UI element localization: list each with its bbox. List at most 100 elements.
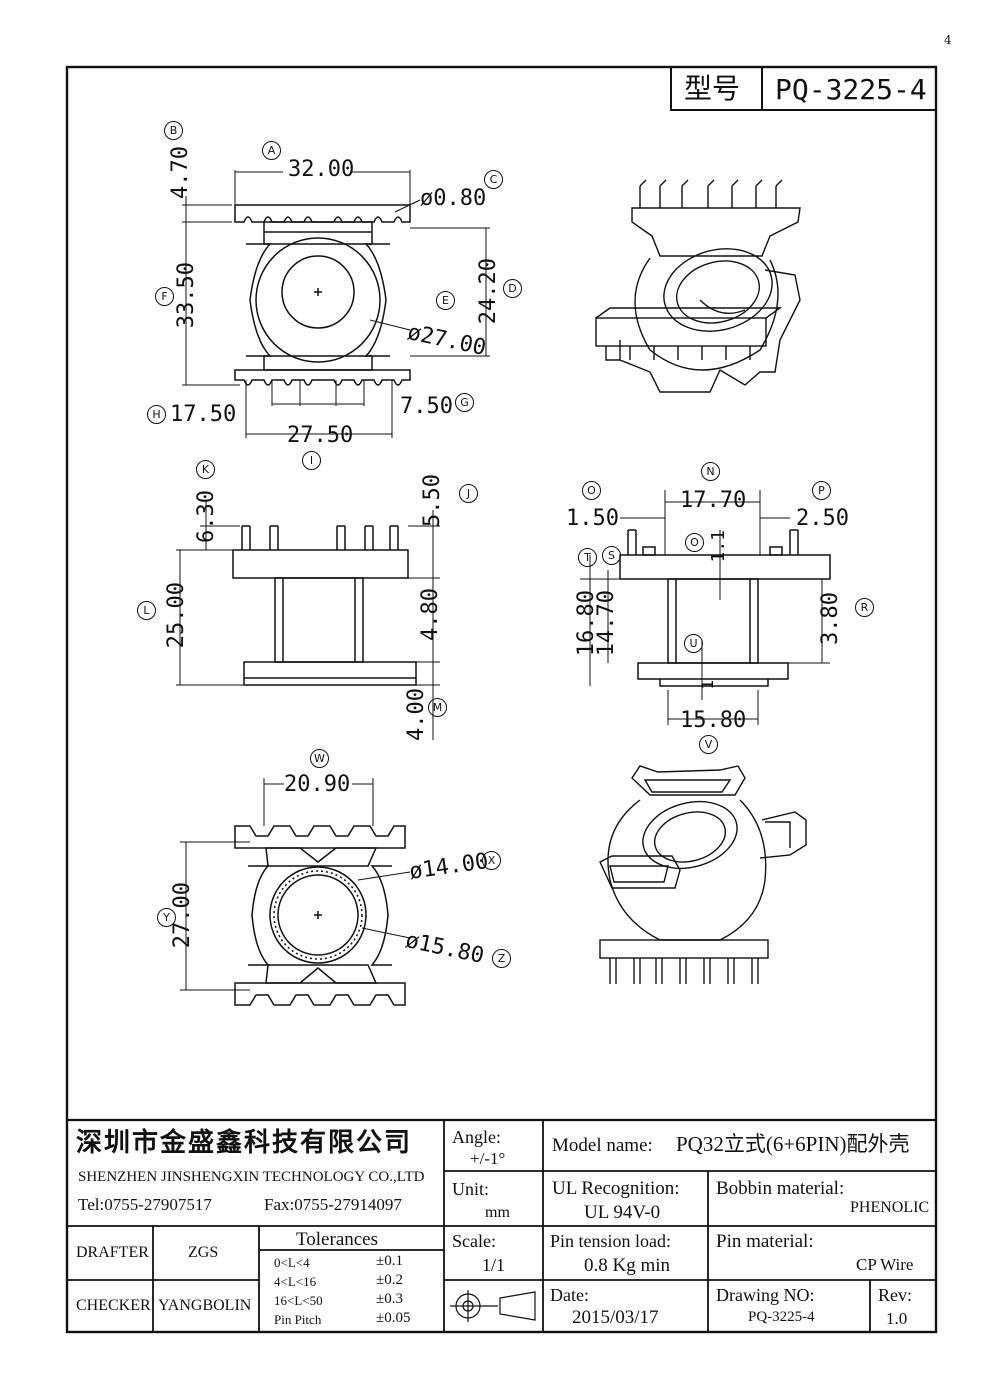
- dim-w: 20.90: [284, 772, 351, 797]
- date-label: Date:: [550, 1285, 589, 1305]
- bobbin-value: PHENOLIC: [850, 1199, 930, 1216]
- scale-value: 1/1: [482, 1255, 506, 1275]
- tolerance-value: ±0.2: [376, 1272, 403, 1288]
- dim-k2: 4.80: [418, 588, 443, 641]
- tolerance-value: ±0.1: [376, 1253, 403, 1269]
- callout-b: B: [164, 121, 183, 140]
- callout-f: F: [155, 287, 174, 306]
- model-header-value: PQ-3225-4: [775, 73, 927, 106]
- rev-value: 1.0: [886, 1309, 908, 1328]
- dim-p: 2.50: [796, 506, 849, 531]
- tolerance-range: 4<L<16: [274, 1274, 317, 1289]
- pin-tension-label: Pin tension load:: [550, 1231, 671, 1251]
- drafter-value: ZGS: [188, 1244, 219, 1261]
- callout-c: C: [484, 170, 503, 189]
- model-header-label: 型号: [684, 74, 741, 105]
- dim-o-small: 1.1: [708, 530, 729, 563]
- dim-j: 5.50: [420, 474, 445, 527]
- checker-label: CHECKER: [76, 1297, 151, 1314]
- model-name-label: Model name:: [552, 1135, 653, 1156]
- model-name-value: PQ32立式(6+6PIN)配外壳: [676, 1132, 910, 1156]
- top-view: [182, 170, 490, 438]
- dim-n: 17.70: [680, 488, 747, 513]
- dim-k: 6.30: [194, 490, 219, 543]
- callout-q: O: [685, 533, 704, 552]
- callout-x: X: [482, 851, 501, 870]
- company-name-cn: 深圳市金盛鑫科技有限公司: [76, 1128, 413, 1157]
- bobbin-label: Bobbin material:: [716, 1178, 845, 1199]
- company-tel: Tel:0755-27907517: [78, 1195, 212, 1214]
- callout-e: E: [436, 291, 455, 310]
- dim-b: 4.70: [168, 146, 193, 199]
- callout-h: H: [147, 405, 166, 424]
- callout-j: J: [459, 484, 478, 503]
- pin-material-label: Pin material:: [716, 1231, 814, 1252]
- corner-mark: 4: [944, 33, 952, 47]
- drawing-no-value: PQ-3225-4: [748, 1309, 815, 1325]
- callout-d: D: [503, 279, 522, 298]
- tolerances-title: Tolerances: [296, 1229, 379, 1250]
- pin-tension-value: 0.8 Kg min: [584, 1255, 671, 1276]
- callout-n: N: [701, 462, 720, 481]
- callout-o: O: [582, 481, 601, 500]
- dim-s: 14.70: [594, 590, 619, 657]
- callout-y: Y: [157, 908, 176, 927]
- drawing-no-label: Drawing NO:: [716, 1285, 815, 1305]
- dim-g: 7.50: [400, 394, 453, 419]
- company-fax: Fax:0755-27914097: [264, 1195, 402, 1214]
- pin-material-value: CP Wire: [856, 1255, 914, 1274]
- dim-u: 1: [698, 680, 717, 690]
- sheet-border: [65, 65, 938, 1334]
- dim-a: 32.00: [288, 157, 355, 182]
- dim-h: 17.50: [170, 402, 237, 427]
- callout-p: P: [812, 481, 831, 500]
- dim-l: 25.00: [164, 582, 189, 649]
- tolerance-range: 0<L<4: [274, 1255, 310, 1270]
- projection-symbol: [450, 1290, 536, 1322]
- date-value: 2015/03/17: [572, 1307, 659, 1328]
- iso-view-2: [599, 765, 807, 984]
- callout-z: Z: [492, 949, 511, 968]
- drafter-label: DRAFTER: [76, 1244, 149, 1261]
- callout-m: M: [428, 698, 447, 717]
- dim-v: 15.80: [680, 708, 747, 733]
- dim-r: 3.80: [818, 592, 843, 645]
- callout-l: L: [137, 601, 156, 620]
- callout-i: I: [302, 451, 321, 470]
- dim-d: 24.20: [476, 258, 501, 325]
- iso-view-1: [595, 179, 801, 393]
- dim-f: 33.50: [174, 262, 199, 329]
- tolerance-value: ±0.3: [376, 1291, 403, 1307]
- callout-g: G: [455, 393, 474, 412]
- title-block-lines: [67, 1118, 936, 1332]
- callout-v: V: [699, 735, 718, 754]
- ul-value: UL 94V-0: [584, 1202, 661, 1223]
- tolerance-range: Pin Pitch: [274, 1312, 322, 1327]
- callout-s: S: [602, 546, 621, 565]
- dim-c: ø0.80: [420, 186, 487, 211]
- angle-value: +/-1°: [470, 1149, 506, 1168]
- callout-w: W: [310, 749, 329, 768]
- rev-label: Rev:: [878, 1285, 912, 1305]
- dim-m: 4.00: [404, 688, 429, 741]
- dim-i: 27.50: [287, 423, 354, 448]
- tolerance-range: 16<L<50: [274, 1293, 323, 1308]
- callout-u: U: [684, 634, 703, 653]
- scale-label: Scale:: [452, 1231, 496, 1251]
- unit-label: Unit:: [452, 1179, 490, 1199]
- ul-label: UL Recognition:: [552, 1178, 680, 1199]
- side-view: [176, 500, 440, 740]
- angle-label: Angle:: [452, 1127, 501, 1147]
- checker-value: YANGBOLIN: [158, 1297, 252, 1314]
- callout-r: R: [855, 598, 874, 617]
- front-view: [580, 490, 831, 725]
- callout-t: T: [578, 548, 597, 567]
- unit-value: mm: [485, 1204, 510, 1221]
- tolerance-value: ±0.05: [376, 1310, 411, 1326]
- dim-o: 1.50: [566, 506, 619, 531]
- callout-k: K: [196, 460, 215, 479]
- bottom-view: [180, 778, 411, 1006]
- callout-a: A: [262, 141, 281, 160]
